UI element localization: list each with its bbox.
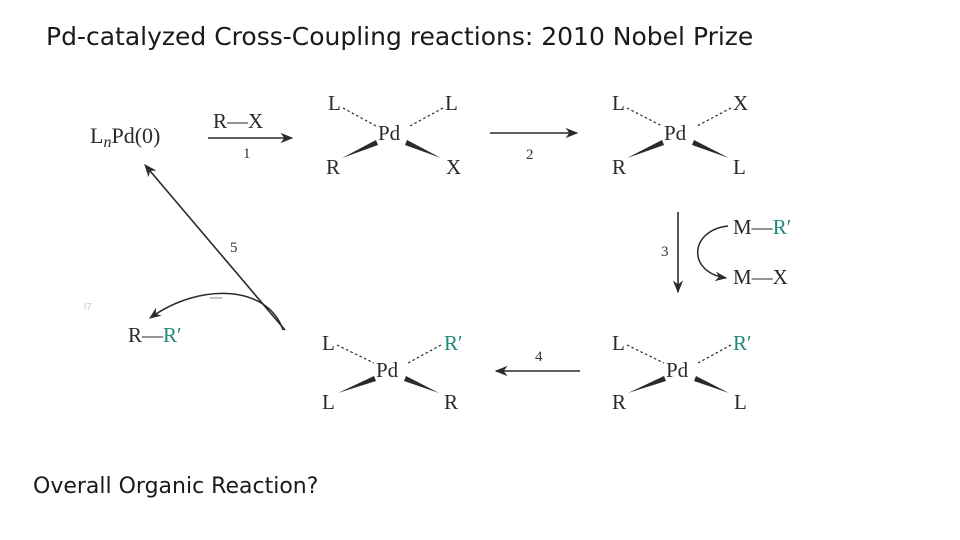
ligand-label: L: [445, 91, 458, 115]
complex-isomerized: L X Pd R L: [612, 91, 748, 179]
group-x: X: [733, 91, 748, 115]
group-x: X: [446, 155, 461, 179]
step-5-label: 5: [230, 240, 238, 256]
group-rprime: R′: [444, 331, 463, 355]
group-r: R: [612, 390, 626, 414]
complex-oxidative-addition: L L Pd R X: [326, 91, 461, 179]
group-r: R: [612, 155, 626, 179]
group-rprime: R′: [733, 331, 752, 355]
complex-cis: L R′ Pd L R: [322, 331, 463, 414]
group-r: R: [444, 390, 458, 414]
reagent-m-rprime: M—R′: [733, 215, 791, 239]
slide-title: Pd-catalyzed Cross-Coupling reactions: 2…: [46, 22, 754, 51]
curved-arrow-transmetalation: [697, 225, 729, 282]
curved-arrow-product-release: [149, 292, 284, 331]
product-r-rprime: R—R′: [128, 323, 182, 347]
catalyst-label: LnPd(0): [90, 123, 160, 151]
step-4-label: 4: [535, 349, 543, 365]
ligand-label: L: [322, 331, 335, 355]
step-2-label: 2: [526, 147, 534, 163]
pd-label: Pd: [376, 358, 399, 382]
pd-label: Pd: [666, 358, 689, 382]
ligand-label: L: [328, 91, 341, 115]
group-r: R: [326, 155, 340, 179]
ligand-label: L: [612, 331, 625, 355]
reagent-rx: R—X: [213, 109, 263, 133]
question-text: Overall Organic Reaction?: [33, 474, 319, 499]
ligand-label: L: [733, 155, 746, 179]
pd-label: Pd: [664, 121, 687, 145]
stray-mark: l7: [84, 302, 92, 313]
ligand-label: L: [322, 390, 335, 414]
ligand-label: L: [612, 91, 625, 115]
complex-transmetalated: L R′ Pd R L: [612, 331, 752, 414]
step-3-label: 3: [661, 244, 669, 260]
ligand-label: L: [734, 390, 747, 414]
step-1-label: 1: [243, 146, 251, 162]
byproduct-mx: M—X: [733, 265, 788, 289]
pd-label: Pd: [378, 121, 401, 145]
